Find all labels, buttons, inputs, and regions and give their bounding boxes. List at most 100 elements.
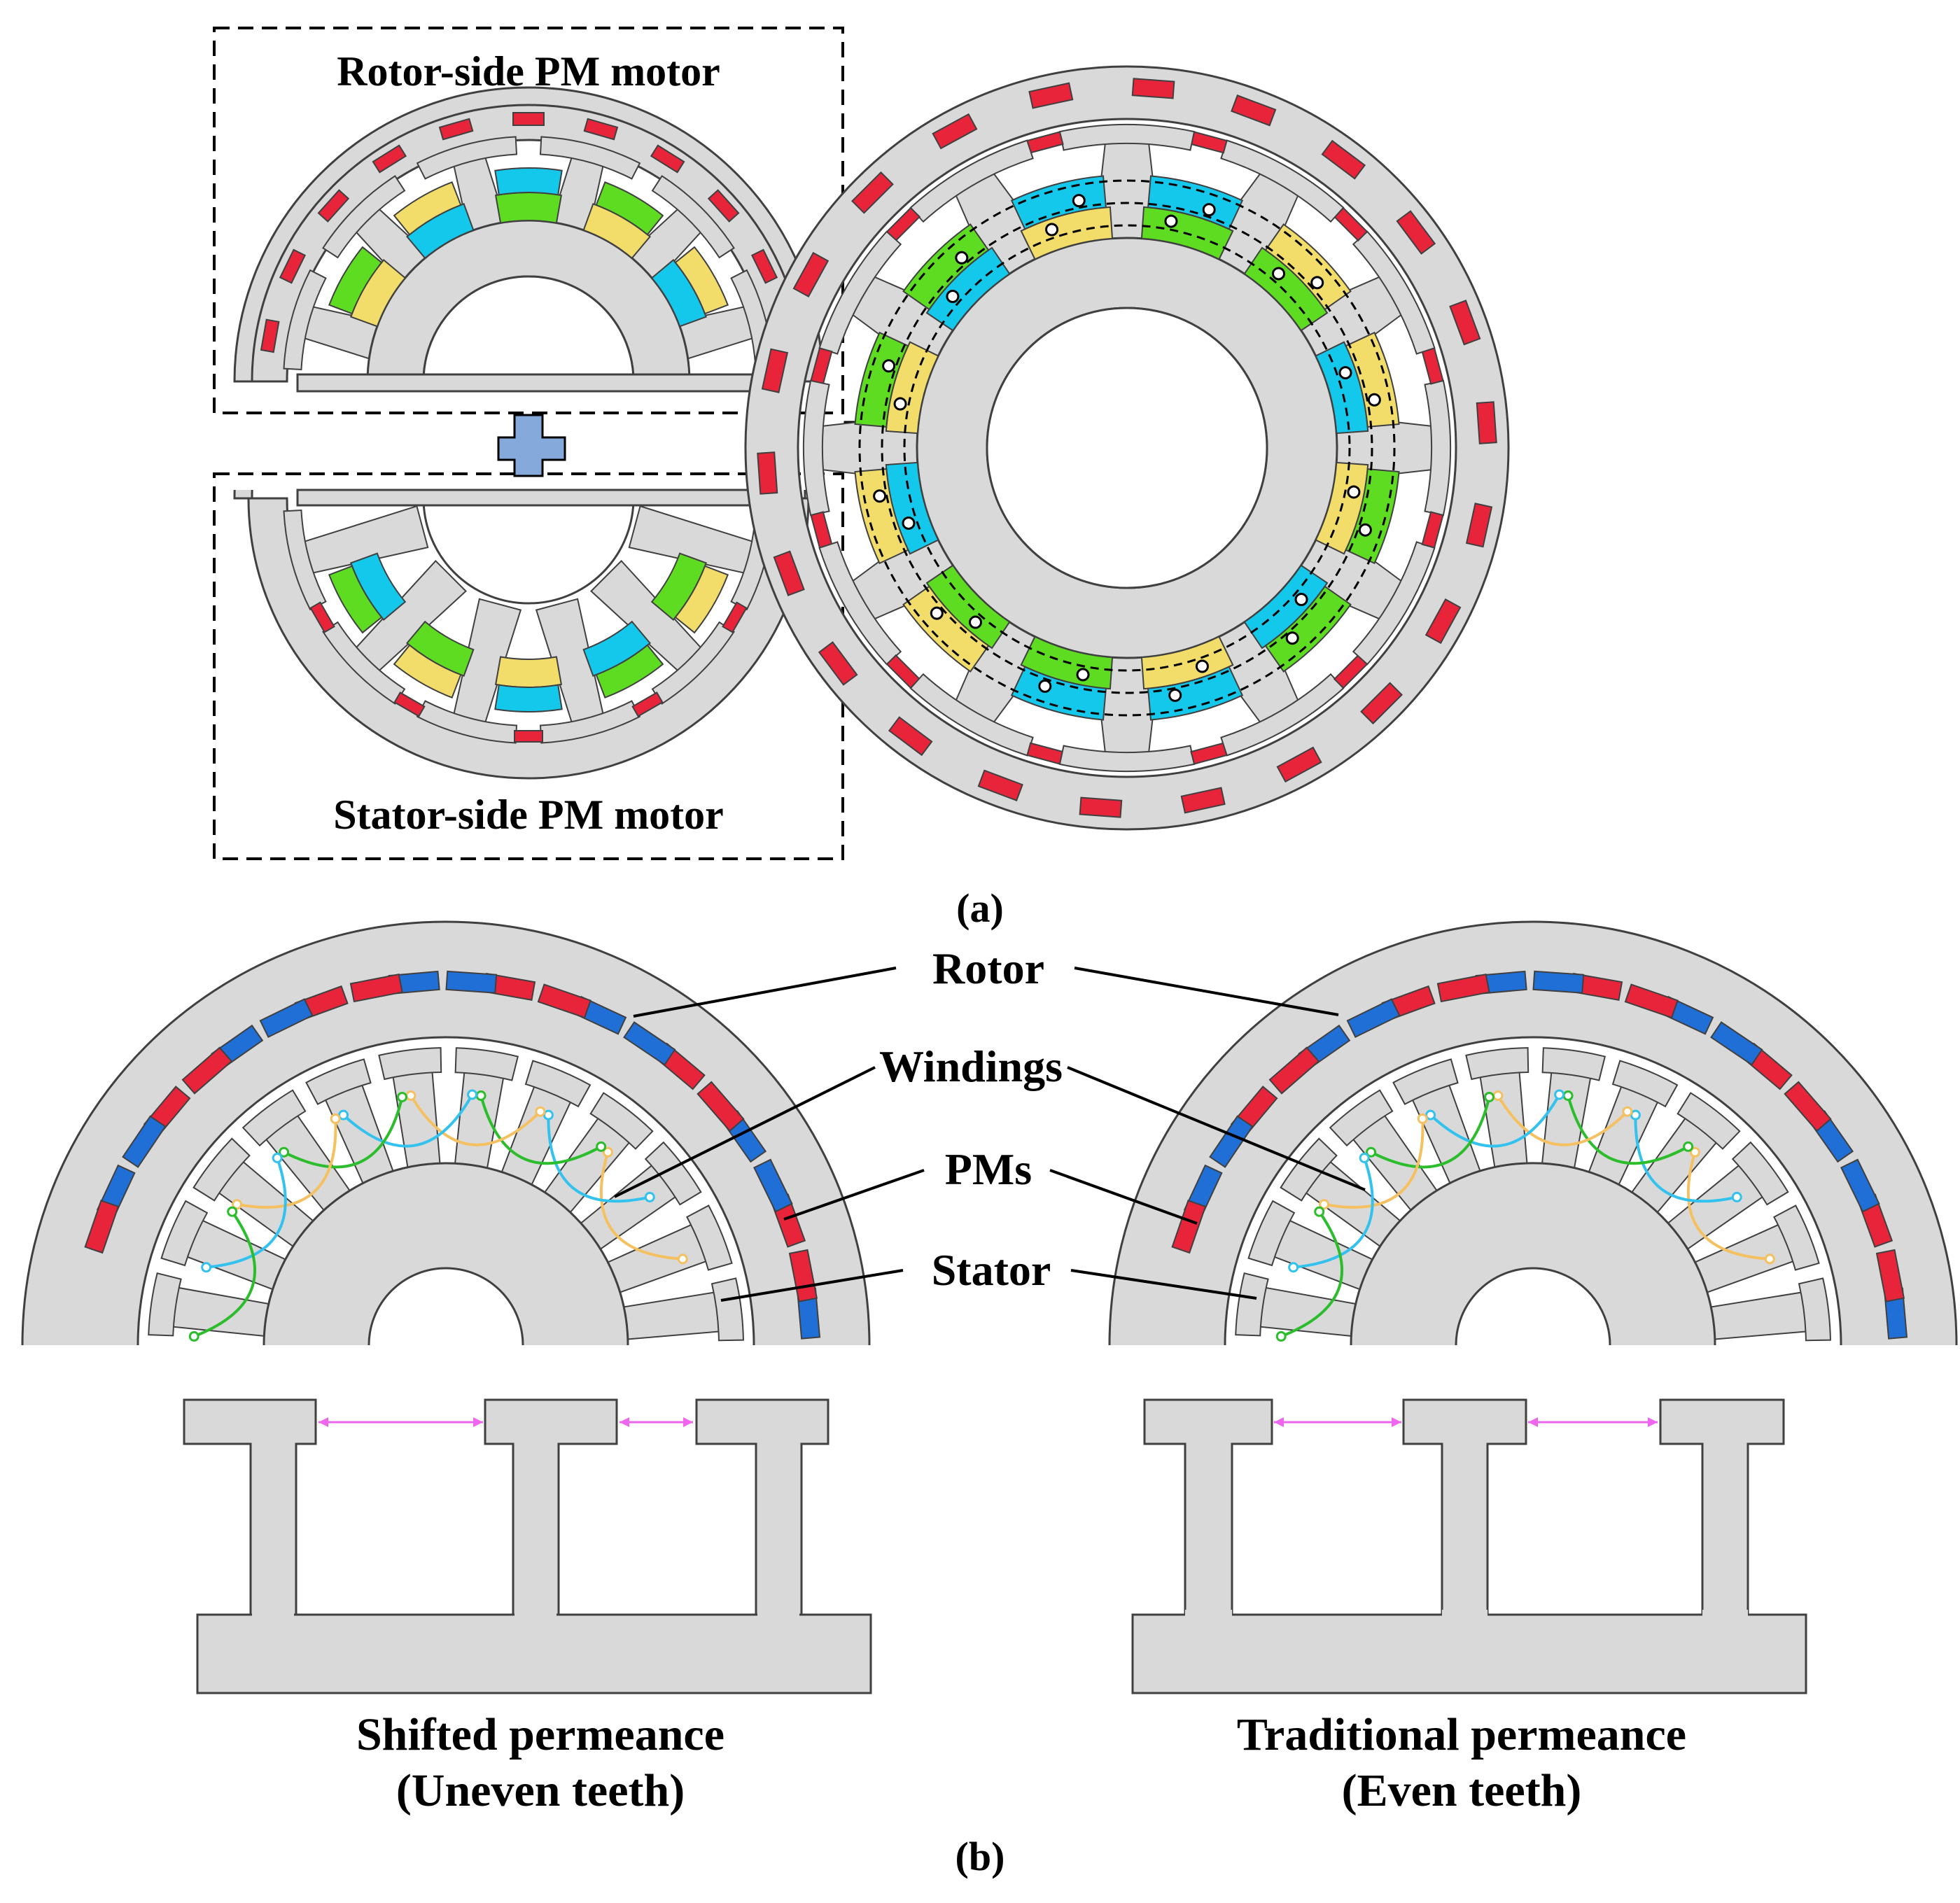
conductor-dot (955, 251, 969, 265)
coil-outer (854, 331, 909, 428)
winding-wire (283, 1097, 404, 1169)
pm-magnet (1346, 998, 1401, 1038)
label-stator: Stator (932, 1245, 1051, 1295)
pm-magnet (349, 973, 403, 1003)
tooth-tip (589, 1092, 654, 1150)
stator-pm (1190, 742, 1228, 765)
conductor-dot (902, 516, 916, 530)
coil-outer (1010, 666, 1107, 721)
tooth-tip (454, 1047, 519, 1081)
pm-magnet (1209, 1115, 1254, 1168)
combined-motor (744, 65, 1510, 831)
coil-outer (674, 246, 729, 315)
rotor-pm (1449, 300, 1481, 346)
rotor-pm (583, 118, 619, 141)
rotor-pm (757, 451, 778, 495)
conductor-dot (1347, 485, 1361, 499)
traditional-title-line1: Traditional permeance (1237, 1709, 1686, 1760)
conductor-dot (1038, 679, 1052, 693)
rotor-pm (1396, 210, 1436, 255)
rotor-pm (279, 248, 307, 284)
rotor-pm (1276, 746, 1322, 783)
joint-fill (1442, 1610, 1488, 1617)
tooth-tip (1220, 139, 1345, 223)
tooth-tip (160, 1200, 209, 1267)
coil-outer (1345, 331, 1400, 428)
pm-magnet (84, 1200, 120, 1254)
rotor-pm (1424, 598, 1462, 645)
tooth-block (1143, 1398, 1273, 1616)
wire-end (1483, 1091, 1494, 1102)
coil-outer (1147, 175, 1244, 230)
stator-pm (810, 511, 833, 549)
caption-a: (a) (956, 885, 1004, 931)
conductor-dot (1271, 267, 1285, 281)
rotor-pm (1360, 682, 1404, 725)
rotor-pm (650, 144, 685, 174)
tooth-block (1402, 1398, 1527, 1616)
wire-end (1359, 1152, 1370, 1163)
wire-end (188, 1330, 200, 1342)
joint-fill (252, 1610, 294, 1617)
dashed-circle (903, 224, 1351, 672)
tooth-tip (1352, 541, 1436, 666)
wire-end (1562, 1090, 1574, 1102)
rotor-pm (1231, 94, 1277, 127)
stator-pm (1421, 511, 1444, 549)
tooth-tip (283, 269, 327, 371)
even-teeth-diagram (1131, 1398, 1807, 1694)
pm-magnet (1840, 1158, 1880, 1213)
joint-fill (757, 1610, 799, 1617)
coil-outer (1264, 585, 1352, 673)
winding-wire (237, 1118, 337, 1209)
joint-fill (1702, 1610, 1748, 1617)
arrow-head (1528, 1417, 1538, 1427)
tooth-tip (818, 541, 902, 666)
tooth-tip (1352, 230, 1436, 355)
rotor-pm (1476, 401, 1497, 444)
rotor-pm (372, 144, 407, 174)
coil-outer (393, 644, 462, 699)
pm-magnet (623, 1021, 676, 1066)
tooth-tip (539, 136, 641, 180)
tooth-tip (1329, 1089, 1394, 1147)
tooth-block (183, 1398, 317, 1616)
conductor-dot (1164, 214, 1178, 228)
wire-end (338, 1109, 349, 1121)
rotor-pm (317, 189, 350, 223)
pm-magnet (1710, 1021, 1763, 1066)
stator-pm (722, 601, 748, 633)
wire-end (1288, 1262, 1299, 1273)
coil-outer (494, 167, 563, 196)
tooth-tip (909, 673, 1034, 757)
stator-pm (1026, 131, 1064, 154)
tooth-tip (644, 1141, 702, 1206)
conductor-dot (1195, 659, 1209, 673)
winding-wire (1567, 1095, 1689, 1165)
wire-end (1275, 1330, 1287, 1342)
pm-magnet (753, 1158, 793, 1213)
tooth-tip (1772, 1205, 1820, 1271)
stator-yoke (1350, 1162, 1716, 1345)
winding-wire (1634, 1115, 1737, 1203)
tooth-tip (539, 700, 641, 744)
wire-end (602, 1146, 613, 1158)
wire-end (644, 1191, 655, 1202)
tooth-tip (322, 621, 406, 705)
arrow-head (473, 1417, 483, 1427)
pm-magnet (1624, 983, 1679, 1019)
pm-magnet (1268, 1046, 1320, 1095)
stator-side-stator-base (296, 489, 764, 507)
conductor-dot (969, 615, 983, 629)
pm-magnet (788, 1249, 818, 1302)
pm-magnet (259, 998, 314, 1038)
shifted-title-line1: Shifted permeance (356, 1709, 724, 1760)
pms-leader-left (783, 1169, 925, 1221)
coil-outer (1147, 666, 1244, 721)
rotor-side-motor (233, 86, 824, 388)
stator-pm (1421, 347, 1444, 385)
tooth-tip (651, 175, 735, 259)
caption-b: (b) (955, 1834, 1005, 1879)
wire-end (227, 1206, 238, 1217)
coil-outer (494, 684, 563, 712)
